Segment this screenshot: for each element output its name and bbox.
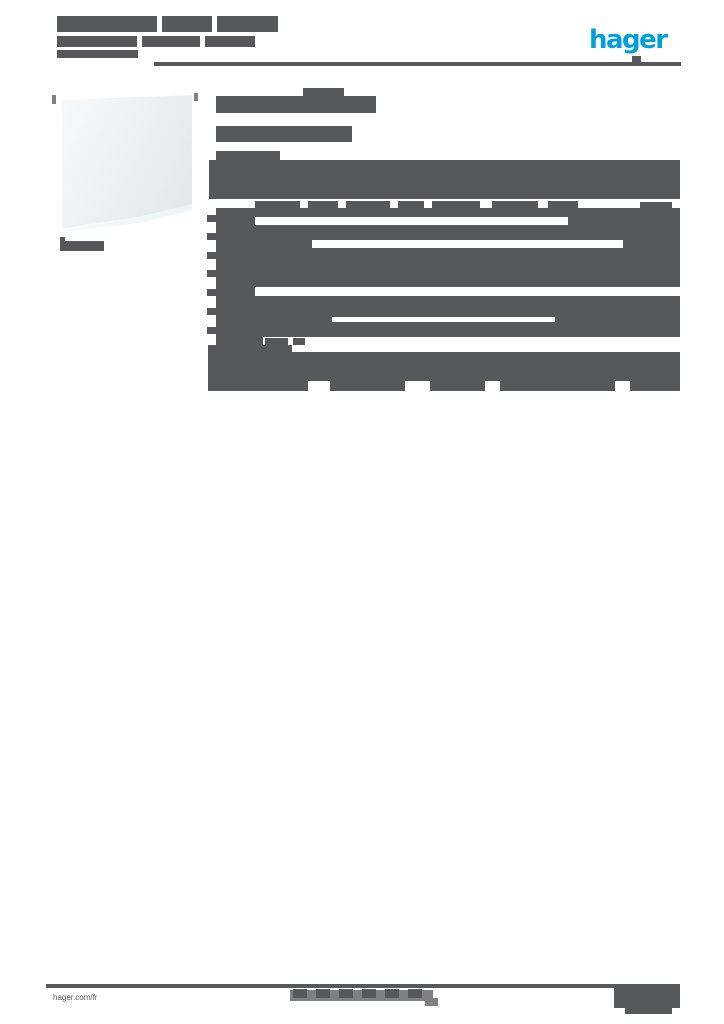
footer-website-link[interactable]: hager.com/fr xyxy=(53,993,98,1002)
footer-rule xyxy=(46,984,680,988)
header-line2-seg3 xyxy=(205,36,255,47)
product-image xyxy=(62,95,192,229)
header-line3 xyxy=(57,50,138,58)
image-caption-ascender xyxy=(60,237,65,241)
spec-row4-right xyxy=(623,240,680,248)
spec-row1 xyxy=(255,208,680,217)
bottom-ragged-1 xyxy=(208,381,308,391)
spec-dash-2 xyxy=(207,233,216,240)
footer-center-sq-5 xyxy=(385,989,399,998)
spec-dash-4 xyxy=(207,270,216,277)
spec-dash-1 xyxy=(207,215,216,222)
section2-word-1 xyxy=(265,338,288,345)
image-tick-left xyxy=(52,95,56,104)
header-line1-seg1 xyxy=(57,16,157,32)
footer-center-sq-4 xyxy=(362,989,376,998)
section1-label xyxy=(216,151,280,160)
spec-label-tail xyxy=(216,337,263,345)
bottom-block-topleft xyxy=(208,345,292,353)
product-title xyxy=(216,96,376,113)
header-line2-seg1 xyxy=(57,36,137,47)
bottom-ragged-3 xyxy=(430,381,485,391)
paragraph-word-1 xyxy=(255,201,300,210)
header-line1-seg2 xyxy=(162,16,212,32)
paragraph-word-5 xyxy=(432,201,480,210)
header-rule xyxy=(154,62,681,66)
footer-page-box xyxy=(614,988,680,1008)
spec-block2-mid-left xyxy=(255,317,332,322)
image-caption xyxy=(60,241,104,251)
spec-dash-6 xyxy=(207,308,216,315)
footer-center-sq-2 xyxy=(316,989,330,998)
paragraph-word-7 xyxy=(548,201,578,210)
bottom-block xyxy=(208,352,680,381)
spec-dash-3 xyxy=(207,252,216,259)
paragraph-word-8 xyxy=(640,202,672,211)
spec-row4-left xyxy=(255,240,312,248)
spec-label-column xyxy=(216,208,255,337)
section2-word-2 xyxy=(293,338,305,345)
footer-center-sq-1 xyxy=(293,989,307,998)
image-tick-right xyxy=(194,93,198,101)
spec-row2-right xyxy=(568,217,680,225)
spec-block2-top xyxy=(255,296,680,317)
spec-row3 xyxy=(255,225,680,240)
spec-dash-7 xyxy=(207,327,216,334)
bottom-ragged-2 xyxy=(330,381,405,391)
footer-center-tail xyxy=(425,998,438,1006)
spec-block2-mid-right xyxy=(555,317,680,322)
product-subtitle xyxy=(216,126,352,142)
footer-page-box-tail xyxy=(625,1008,672,1014)
paragraph-block xyxy=(209,160,680,199)
paragraph-word-3 xyxy=(346,201,390,210)
footer-center-bar xyxy=(290,990,433,1001)
spec-block2-bottom xyxy=(255,322,680,337)
bottom-ragged-5 xyxy=(630,381,680,391)
spec-dash-5 xyxy=(207,289,216,296)
product-title-ascender xyxy=(303,88,344,96)
hager-logo: hager xyxy=(589,25,668,55)
paragraph-word-6 xyxy=(492,201,538,210)
footer-center-sq-6 xyxy=(408,989,422,998)
footer-website-box: hager.com/fr xyxy=(50,990,146,1020)
bottom-ragged-4 xyxy=(500,381,615,391)
paragraph-word-2 xyxy=(308,201,338,210)
logo-descender-mark xyxy=(632,56,641,63)
paragraph-word-4 xyxy=(398,201,424,210)
header-line2-seg2 xyxy=(142,36,200,47)
spec-block1 xyxy=(255,248,680,287)
header-line1-seg3 xyxy=(217,16,278,32)
footer-center-sq-3 xyxy=(339,989,353,998)
